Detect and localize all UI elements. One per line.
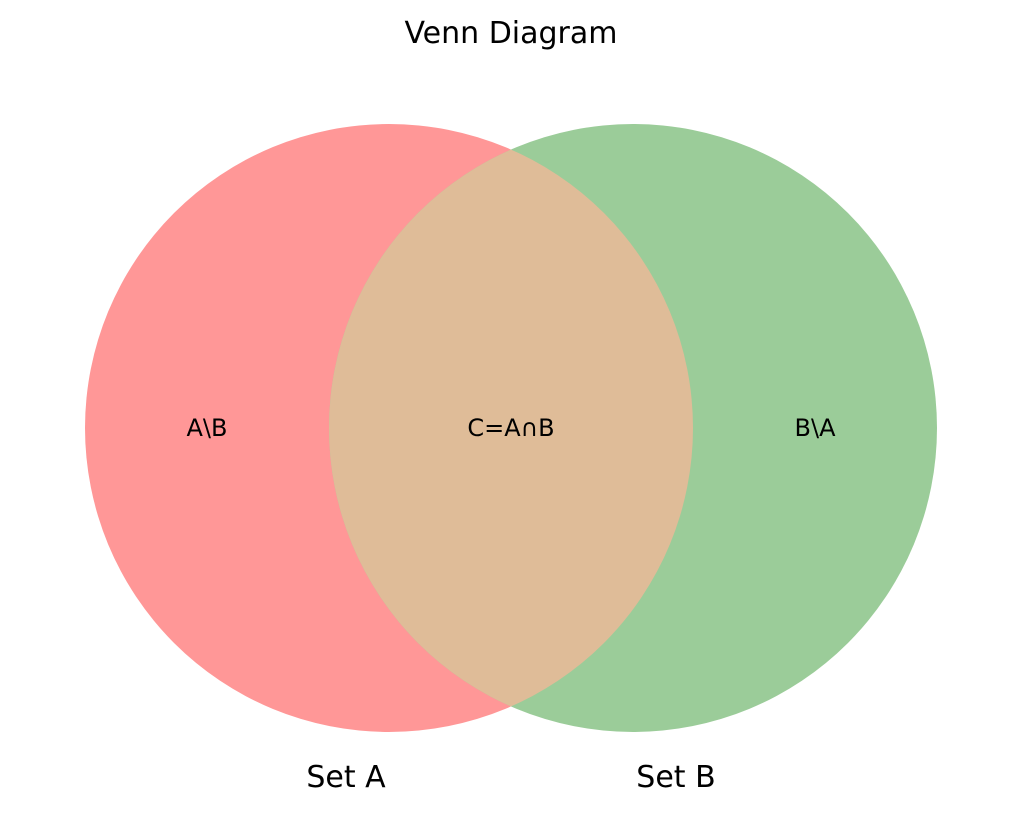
region-label-b-only: B\A <box>795 414 837 442</box>
region-label-a-only: A\B <box>187 414 228 442</box>
diagram-title: Venn Diagram <box>404 16 617 51</box>
set-a-label: Set A <box>306 760 386 795</box>
set-b-label: Set B <box>636 760 715 795</box>
intersection-region <box>329 124 693 732</box>
region-label-intersection: C=A∩B <box>467 414 554 442</box>
